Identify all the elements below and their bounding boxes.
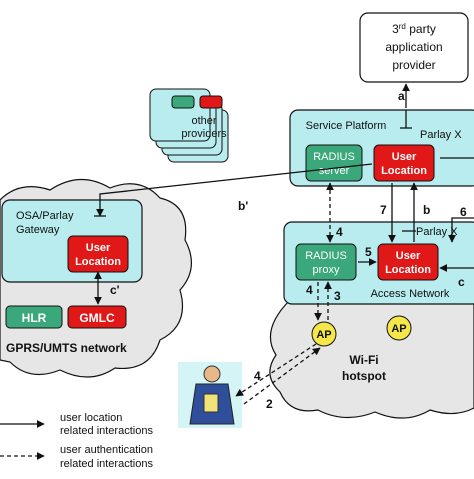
other-providers-stack: other providers [149, 88, 229, 163]
service-platform-box: Service Platform Parlay X RADIUS server … [289, 109, 474, 187]
legend-dashed-line2: related interactions [60, 458, 153, 470]
third-party-line1: 3 [392, 22, 399, 36]
other-providers-line2: providers [181, 128, 227, 140]
label-2: 2 [266, 397, 273, 411]
label-5: 5 [365, 245, 372, 259]
label-c-prime: c' [110, 283, 120, 297]
third-party-line2: application [385, 40, 442, 54]
other-providers-line1: other [191, 115, 216, 127]
radius-server-line2: server [319, 165, 350, 177]
sp-user-location-line1: User [392, 151, 417, 163]
third-party-sup: rd [399, 22, 406, 31]
wifi-line2: hotspot [342, 369, 386, 383]
access-network-title: Access Network [371, 288, 450, 300]
radius-server-line1: RADIUS [313, 151, 355, 163]
third-party-provider-box: 3rd party application provider [359, 12, 469, 83]
legend: user location related interactions user … [0, 412, 153, 470]
label-6: 6 [460, 205, 467, 219]
osa-title-line1: OSA/Parlay [16, 210, 74, 222]
ap-2: AP [386, 315, 412, 341]
label-b-prime: b' [238, 199, 248, 213]
an-user-location-box [377, 243, 439, 281]
connections [94, 83, 474, 305]
label-4-bot: 4 [254, 369, 261, 383]
label-4-mid: 4 [306, 283, 313, 297]
osa-user-location-line2: Location [75, 256, 121, 268]
osa-parlay-gateway-box: OSA/Parlay Gateway User Location [1, 199, 143, 283]
gmlc-label: GMLC [79, 311, 115, 325]
link-6 [448, 217, 474, 243]
sp-user-location-box [373, 144, 435, 182]
osa-title-line2: Gateway [16, 224, 60, 236]
label-3: 3 [334, 289, 341, 303]
access-network-parlay: Parlay X [416, 226, 458, 238]
service-platform-title: Service Platform [306, 120, 387, 132]
gprs-network-label: GPRS/UMTS network [6, 341, 127, 355]
link-b-prime [96, 163, 373, 217]
svg-text:3rd party: 3rd party [392, 22, 436, 37]
wifi-line1: Wi-Fi [349, 353, 378, 367]
link-2 [243, 347, 321, 405]
legend-solid-line1: user location [60, 412, 122, 424]
third-party-line1-rest: party [406, 22, 436, 36]
legend-dashed-line1: user authentication [60, 444, 153, 456]
auth-connections [235, 182, 334, 405]
gmlc-box: GMLC [67, 305, 127, 329]
sp-user-location-line2: Location [381, 165, 427, 177]
red-chip [199, 95, 223, 109]
mobile-user-figure [178, 362, 242, 428]
label-7: 7 [380, 203, 387, 217]
hlr-box: HLR [5, 305, 63, 329]
radius-server-box [305, 144, 363, 182]
green-chip [171, 95, 195, 109]
legend-solid-line2: related interactions [60, 425, 153, 437]
an-user-location-line1: User [396, 250, 421, 262]
osa-user-location-line1: User [86, 242, 111, 254]
service-platform-parlay: Parlay X [420, 129, 462, 141]
link-4-bot [235, 343, 317, 397]
label-b: b [423, 203, 430, 217]
hlr-label: HLR [22, 311, 47, 325]
an-user-location-line2: Location [385, 264, 431, 276]
label-a: a [398, 89, 405, 103]
label-4-top: 4 [336, 225, 343, 239]
ap-2-label: AP [391, 323, 406, 335]
ap-1-label: AP [316, 329, 331, 341]
wifi-hotspot-cloud [269, 284, 474, 419]
ap-1: AP [311, 321, 337, 347]
label-c: c [458, 275, 465, 289]
radius-proxy-line1: RADIUS [305, 250, 347, 262]
radius-proxy-line2: proxy [313, 264, 340, 276]
third-party-line3: provider [392, 58, 435, 72]
radius-proxy-box [295, 243, 357, 281]
